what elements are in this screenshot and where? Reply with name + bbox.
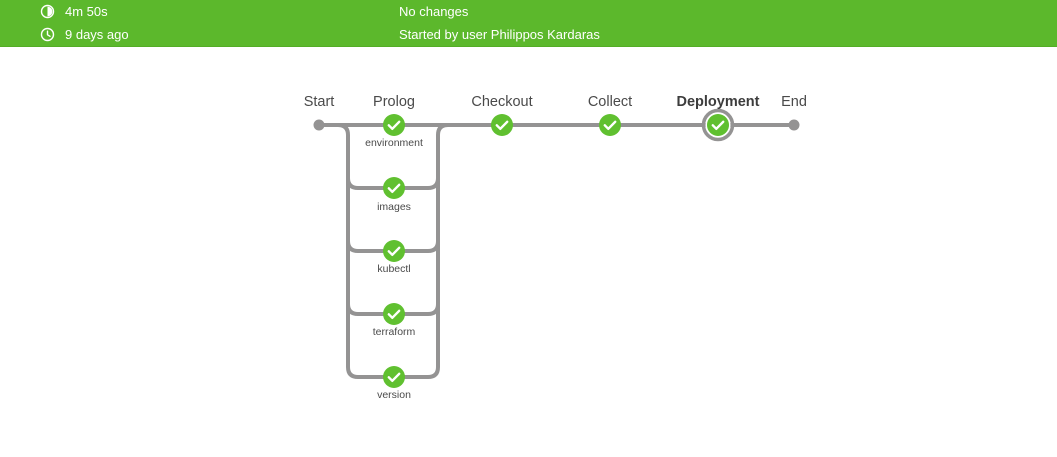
check-icon bbox=[495, 120, 509, 130]
check-icon bbox=[387, 120, 401, 130]
branch-label-images: images bbox=[377, 201, 411, 213]
branch-label-environment: environment bbox=[365, 137, 423, 149]
node-version[interactable] bbox=[383, 366, 405, 388]
check-icon bbox=[387, 246, 401, 256]
stage-label-deployment: Deployment bbox=[676, 94, 760, 110]
branch-label-kubectl: kubectl bbox=[377, 263, 411, 275]
check-icon bbox=[603, 120, 617, 130]
run-result-header: 4m 50s 9 days ago No changes Started by … bbox=[0, 0, 1057, 47]
run-duration-row: 4m 50s bbox=[40, 4, 370, 20]
run-started-ago: 9 days ago bbox=[65, 27, 129, 42]
check-icon bbox=[387, 372, 401, 382]
node-environment[interactable] bbox=[383, 114, 405, 136]
node-deployment[interactable] bbox=[707, 114, 729, 136]
check-icon bbox=[387, 183, 401, 193]
run-cause: Started by user Philippos Kardaras bbox=[399, 27, 600, 42]
timelapse-icon bbox=[40, 4, 55, 19]
stage-label-start: Start bbox=[303, 94, 335, 110]
stage-label-prolog: Prolog bbox=[373, 94, 415, 110]
stage-label-end: End bbox=[781, 94, 807, 110]
run-duration: 4m 50s bbox=[65, 4, 108, 19]
stage-label-collect: Collect bbox=[587, 94, 633, 110]
branch-label-version: version bbox=[377, 389, 411, 401]
selected-node-ring bbox=[701, 108, 735, 142]
end-node bbox=[788, 119, 800, 131]
start-node bbox=[313, 119, 325, 131]
check-icon bbox=[387, 309, 401, 319]
node-terraform[interactable] bbox=[383, 303, 405, 325]
run-changes: No changes bbox=[399, 4, 469, 19]
stage-label-checkout: Checkout bbox=[471, 94, 533, 110]
parallel-bracket-right bbox=[436, 123, 449, 367]
clock-icon bbox=[40, 27, 55, 42]
parallel-bracket-left bbox=[337, 123, 350, 367]
node-kubectl[interactable] bbox=[383, 240, 405, 262]
check-icon bbox=[711, 120, 725, 130]
node-images[interactable] bbox=[383, 177, 405, 199]
branch-label-terraform: terraform bbox=[372, 326, 416, 338]
node-checkout[interactable] bbox=[491, 114, 513, 136]
run-time-row: 9 days ago bbox=[40, 27, 370, 43]
node-collect[interactable] bbox=[599, 114, 621, 136]
